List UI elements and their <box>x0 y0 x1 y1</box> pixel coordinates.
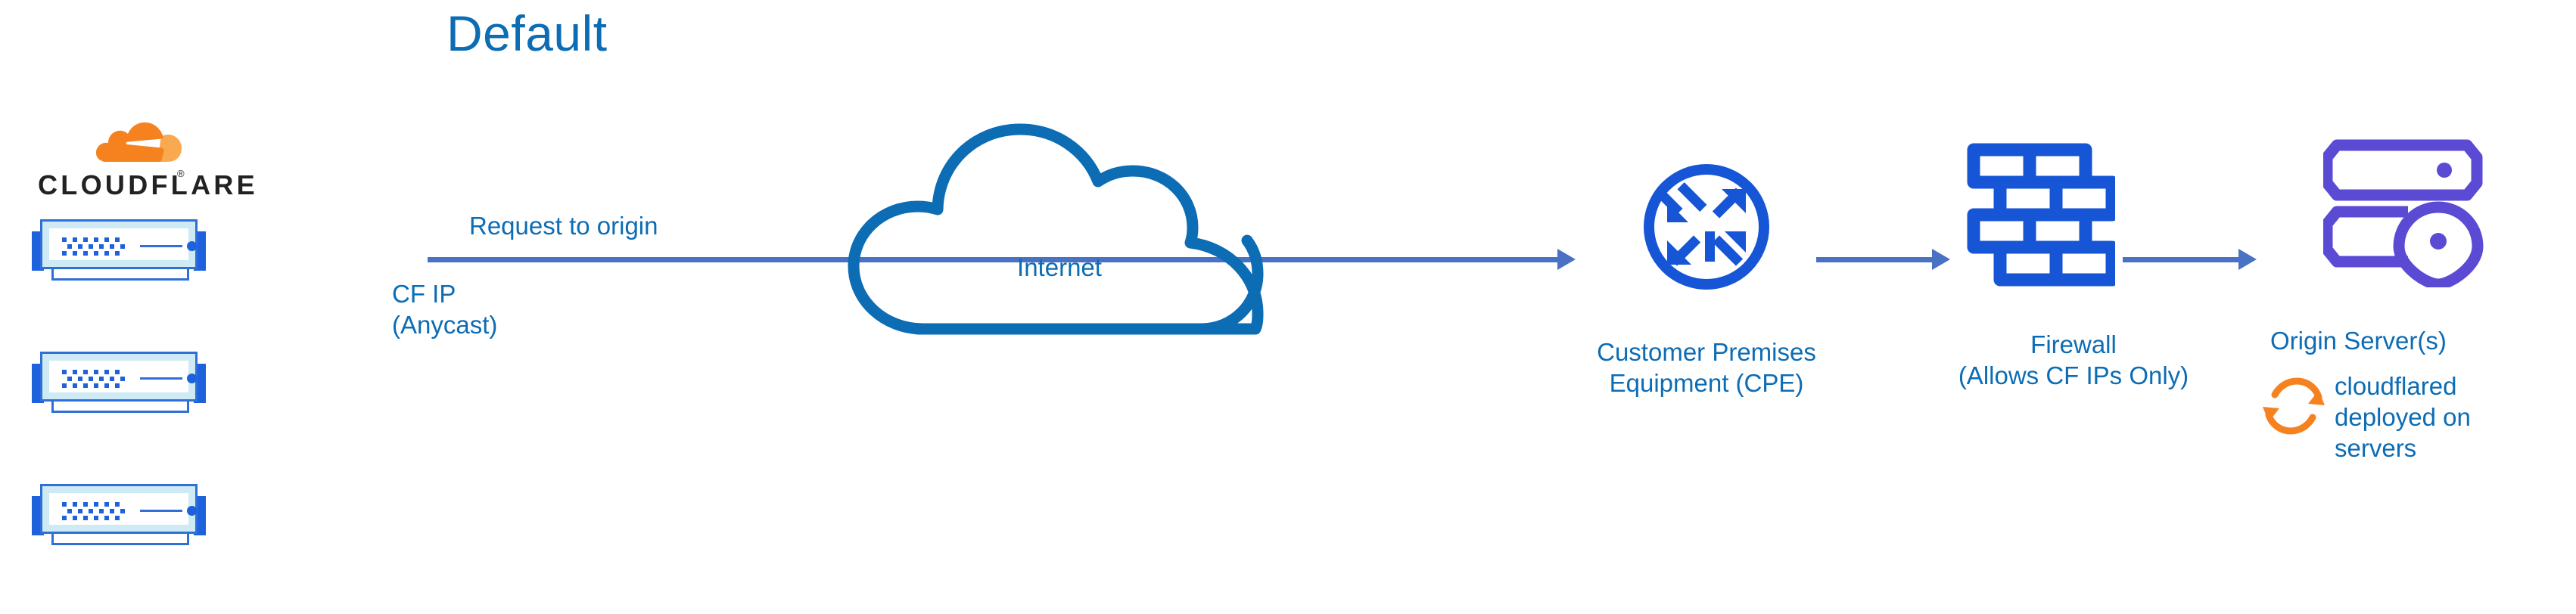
server-chassis <box>40 352 198 402</box>
registered-trademark-mark: ® <box>177 168 185 179</box>
server-rack-location-pin-icon <box>2321 139 2484 290</box>
server-led-grid <box>62 502 131 523</box>
server-slot-line <box>140 510 182 512</box>
server-slot-line <box>140 377 182 380</box>
edge-server-unit-2 <box>32 352 206 414</box>
origin-server-node <box>2321 136 2486 290</box>
server-led-grid <box>62 237 131 258</box>
cloudflare-wordmark: CLOUDFLARE <box>38 169 258 200</box>
cloud-outline-icon <box>848 123 1264 335</box>
server-base-outline <box>51 402 189 413</box>
server-led-grid <box>62 370 131 390</box>
server-base-outline <box>51 269 189 281</box>
page-title: Default <box>446 5 608 61</box>
firewall-label: Firewall (Allows CF IPs Only) <box>1958 330 2189 389</box>
edge-server-unit-3 <box>32 484 206 547</box>
request-to-origin-label: Request to origin <box>469 212 658 240</box>
internet-label: Internet <box>1017 253 1102 281</box>
server-front-panel <box>49 361 197 392</box>
server-power-indicator <box>187 241 197 251</box>
request-flow-arrow-line <box>428 257 1559 262</box>
firewall-to-origin-arrow-line <box>2123 257 2240 262</box>
firewall-node <box>1964 140 2119 291</box>
router-circle-arrows-icon <box>1644 164 1769 290</box>
cpe-to-firewall-arrow-head <box>1932 249 1950 270</box>
server-power-indicator <box>187 374 197 383</box>
origin-server-label: Origin Server(s) <box>2270 327 2447 355</box>
cf-ip-anycast-label: CF IP (Anycast) <box>392 280 498 339</box>
server-base-outline <box>51 534 189 545</box>
server-slot-line <box>140 245 182 247</box>
cpe-label: Customer Premises Equipment (CPE) <box>1597 338 1816 397</box>
edge-server-unit-1 <box>32 219 206 282</box>
server-power-indicator <box>187 506 197 516</box>
cpe-to-firewall-arrow-line <box>1816 257 1934 262</box>
firewall-to-origin-arrow-head <box>2238 249 2257 270</box>
cloudflare-cloud-mark-icon <box>85 106 182 165</box>
server-chassis <box>40 219 198 269</box>
request-flow-arrow-head <box>1557 249 1576 270</box>
brick-wall-icon <box>1967 143 2119 287</box>
server-front-panel <box>49 493 197 525</box>
server-chassis <box>40 484 198 534</box>
cpe-node <box>1616 159 1797 295</box>
cloudflared-note-text: cloudflared deployed on servers <box>2335 372 2471 462</box>
cloudflare-logo: CLOUDFLARE ® <box>38 106 255 212</box>
server-front-panel <box>49 228 197 260</box>
internet-node: Internet <box>840 110 1279 336</box>
refresh-sync-arrows-icon <box>2263 377 2325 436</box>
